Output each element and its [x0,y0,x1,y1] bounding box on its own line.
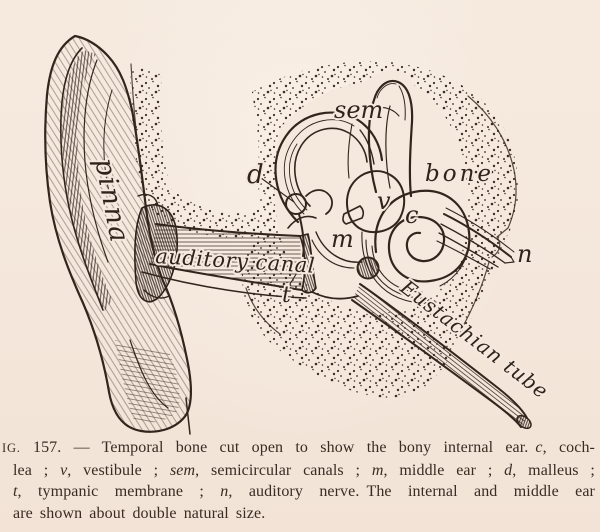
ear-lobe [115,340,180,423]
auditory-nerve [436,207,515,270]
caption-key-d: d [504,461,513,479]
caption-seg: , semicircular canals ; [195,461,372,479]
figure-caption: IG. 157. — Temporal bone cut open to sho… [0,437,600,524]
label-c: c [405,201,418,229]
caption-key-t: t [13,483,18,500]
round-window [356,256,380,280]
caption-key-c: c [535,439,543,456]
caption-line-1: IG. 157. — Temporal bone cut open to sho… [2,437,595,460]
vestibule [346,170,406,234]
caption-key-m: m [371,461,384,479]
caption-line-4: are shown about double natural size. [13,503,595,525]
eustachian-tube-shape [351,283,532,430]
caption-seg: , middle ear ; [383,461,505,479]
label-sem: sem [334,96,383,124]
caption-key-n: n [220,483,229,500]
caption-seg: , coch- [542,439,595,456]
label-m: m [331,225,354,253]
caption-seg: , vestibule ; [67,461,170,479]
caption-seg: , auditory nerve. [228,483,360,500]
label-bone: bone [425,161,494,187]
caption-seg: The internal and middle ear [366,483,595,500]
caption-seg: , malleus ; [512,461,595,479]
cochlea [361,189,471,304]
leader-lines [260,106,400,285]
caption-key-sem: sem [169,461,196,479]
ear-anatomy-engraving: sem d bone v c m n t pinna auditory cana… [44,34,555,435]
label-v: v [377,187,391,215]
caption-seg: 157. — Temporal bone cut open to show th… [20,439,529,456]
label-n: n [517,240,532,268]
caption-key-v: v [60,461,68,479]
ossicles [285,189,380,300]
labyrinth-paper-pocket [274,70,468,313]
pinna-shaded-band [61,50,112,312]
caption-line-3: t, tympanic membrane ; n, auditory nerve… [13,481,595,503]
label-d: d [247,160,264,190]
eustachian-tube-tip [516,414,532,430]
caption-line-2: lea ; v, vestibule ; sem, semicircular c… [13,460,595,482]
label-t: t [282,283,291,308]
auditory-canal-shape [141,215,317,299]
caption-seg: are shown about double natural size. [13,504,266,522]
caption-seg: lea ; [13,461,61,479]
semicircular-canals [274,79,414,224]
caption-fig-ref: IG. [2,441,21,455]
caption-seg: , tympanic membrane ; [17,483,221,500]
figure-illustration: sem d bone v c m n t pinna auditory cana… [44,34,555,435]
